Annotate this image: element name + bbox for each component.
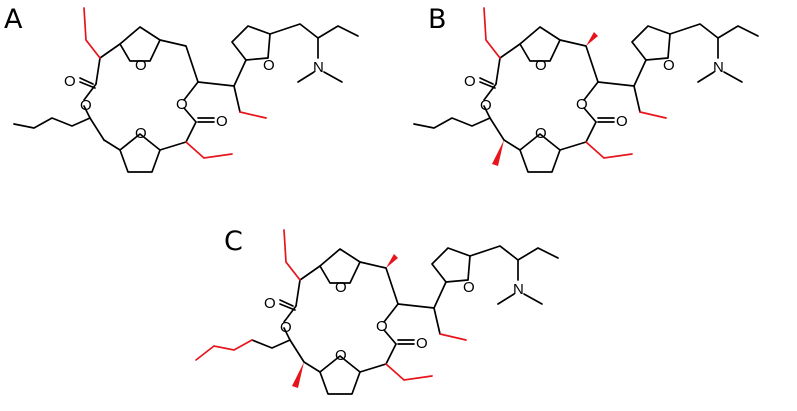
amine-nitrogen-a: N bbox=[313, 59, 324, 76]
ester-oxygen-b2: O bbox=[576, 96, 588, 113]
carbonyl-oxygen-c1: O bbox=[264, 295, 276, 312]
ring-oxygen-c2: O bbox=[335, 347, 347, 364]
tail-oxygen-c: O bbox=[463, 279, 475, 296]
panel-label-b: B bbox=[428, 4, 447, 35]
ester-oxygen-a1: O bbox=[80, 97, 92, 114]
ring-oxygen-b1: O bbox=[535, 57, 547, 74]
ring-oxygen-a1: O bbox=[135, 57, 147, 74]
panel-b: B bbox=[413, 4, 759, 173]
panel-label-a: A bbox=[4, 4, 23, 35]
panel-c: C bbox=[195, 226, 559, 395]
amine-nitrogen-c: N bbox=[513, 281, 524, 298]
carbonyl-oxygen-c2: O bbox=[416, 335, 428, 352]
tail-oxygen-b: O bbox=[663, 57, 675, 74]
carbonyl-oxygen-b1: O bbox=[464, 73, 476, 90]
ester-oxygen-b1: O bbox=[480, 97, 492, 114]
tail-oxygen-a: O bbox=[263, 57, 275, 74]
ring-oxygen-b2: O bbox=[535, 125, 547, 142]
panel-a: A bbox=[4, 4, 359, 173]
carbonyl-oxygen-a2: O bbox=[216, 113, 228, 130]
amine-nitrogen-b: N bbox=[713, 59, 724, 76]
ester-oxygen-c2: O bbox=[376, 318, 388, 335]
ring-oxygen-c1: O bbox=[335, 279, 347, 296]
ester-oxygen-c1: O bbox=[280, 319, 292, 336]
carbonyl-oxygen-b2: O bbox=[616, 113, 628, 130]
ring-oxygen-a2: O bbox=[135, 125, 147, 142]
panel-label-c: C bbox=[224, 226, 243, 257]
carbonyl-oxygen-a1: O bbox=[64, 73, 76, 90]
ester-oxygen-a2: O bbox=[176, 96, 188, 113]
